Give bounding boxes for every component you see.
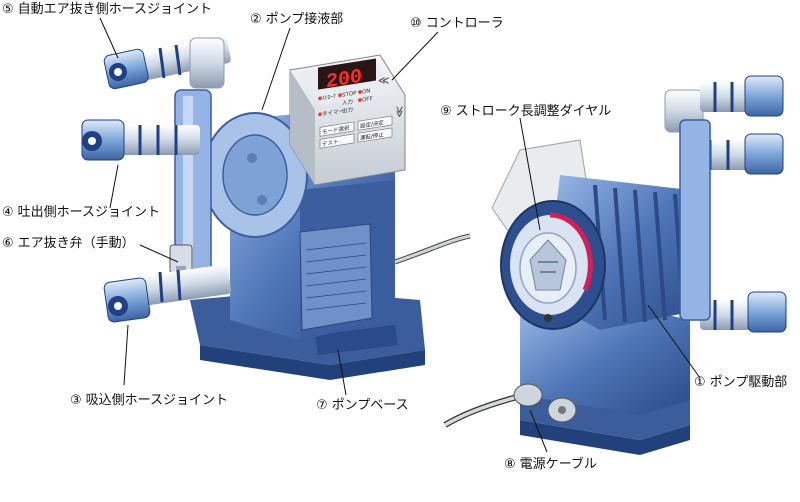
- nameplate: [299, 223, 373, 331]
- left-pump: 200 ｽﾄﾛｰｸ STOP ON OFF タイマー 入力 出力: [81, 35, 471, 380]
- controller: 200 ｽﾄﾛｰｸ STOP ON OFF タイマー 入力 出力: [289, 54, 406, 186]
- svg-text:入力: 入力: [342, 97, 353, 107]
- svg-text:設定/決定: 設定/決定: [360, 118, 384, 130]
- label-text: エア抜き弁（手動）: [17, 236, 135, 251]
- label-text: 電源ケーブル: [519, 457, 597, 472]
- label-number: ⑨: [440, 104, 452, 119]
- label-text: 自動エア抜き側ホースジョイント: [17, 2, 213, 17]
- svg-text:テスト: テスト: [322, 138, 338, 148]
- label-number: ③: [70, 393, 82, 408]
- svg-text:≪: ≪: [378, 74, 390, 87]
- svg-text:出力: 出力: [342, 105, 353, 115]
- auto-air-vent-hose-joint: [103, 35, 231, 90]
- leader-lines: [99, 17, 701, 453]
- discharge-hose-joint: [81, 119, 200, 161]
- label-number: ⑥: [2, 236, 14, 251]
- label-number: ⑩: [410, 16, 422, 31]
- svg-text:運転/停止: 運転/停止: [360, 130, 384, 142]
- label-text: ストローク長調整ダイヤル: [455, 104, 612, 119]
- svg-text:タイマー: タイマー: [322, 107, 344, 118]
- label-number: ⑦: [316, 398, 328, 413]
- label-number: ④: [2, 205, 14, 220]
- label-text: ポンプベース: [331, 398, 409, 413]
- controller-display: 200: [326, 66, 362, 95]
- label-text: ポンプ駆動部: [709, 375, 788, 390]
- svg-text:OFF: OFF: [362, 96, 373, 104]
- label-text: ポンプ接液部: [265, 12, 344, 27]
- label-number: ⑤: [2, 2, 14, 17]
- svg-text:ON: ON: [362, 88, 370, 95]
- label-number: ⑧: [504, 457, 516, 472]
- cable-gland: [513, 383, 577, 423]
- label-text: 吸込側ホースジョイント: [85, 393, 229, 408]
- suction-hose-joint: [103, 264, 232, 323]
- label-text: 吐出側ホースジョイント: [17, 205, 161, 220]
- label-number: ①: [694, 375, 706, 390]
- right-pump: [443, 75, 787, 455]
- svg-text:STOP: STOP: [342, 90, 357, 98]
- label-text: コントローラ: [425, 16, 504, 31]
- label-number: ②: [250, 12, 262, 27]
- svg-text:ｽﾄﾛｰｸ: ｽﾄﾛｰｸ: [322, 93, 336, 102]
- svg-text:≫: ≫: [393, 106, 406, 118]
